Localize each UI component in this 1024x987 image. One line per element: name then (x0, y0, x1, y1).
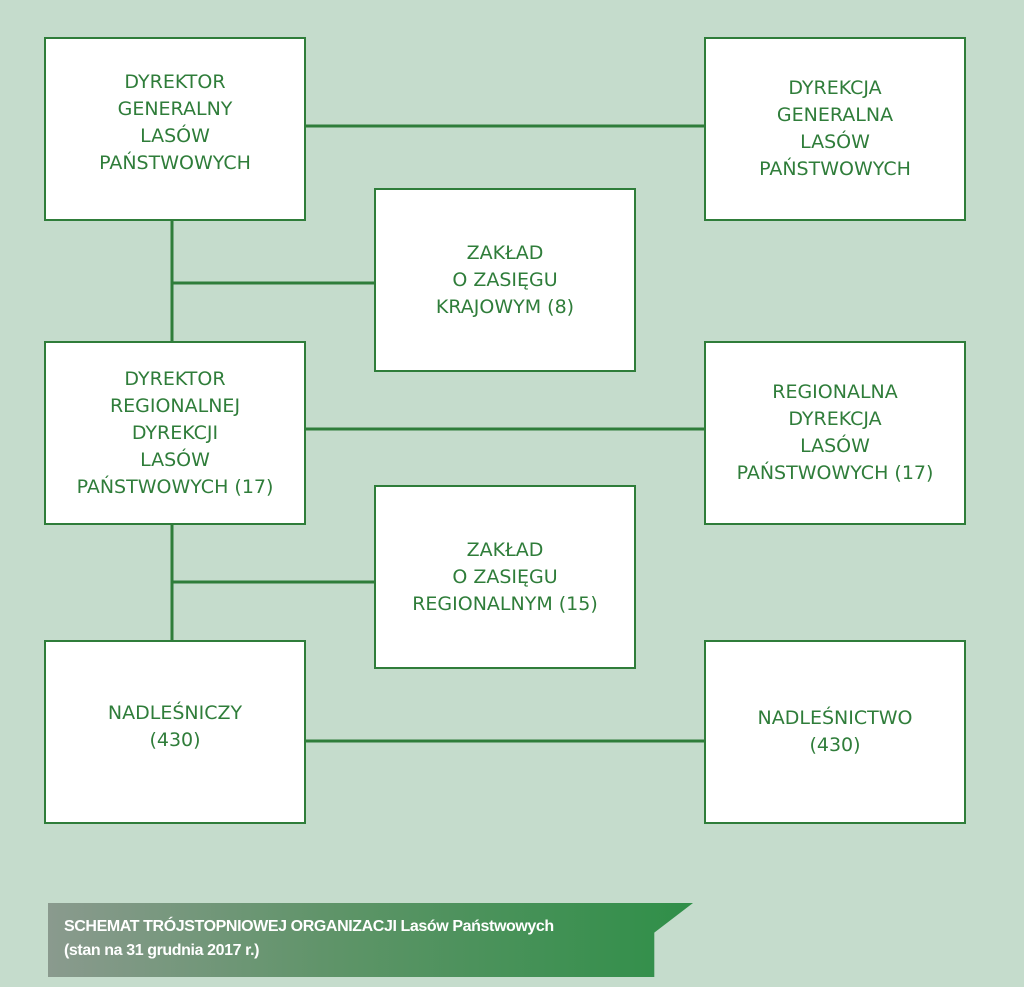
caption-title-rest: Lasów Państwowych (396, 918, 555, 935)
node-general-directorate: DYREKCJA GENERALNA LASÓW PAŃSTWOWYCH (704, 37, 966, 221)
node-regional-director-label: DYREKTOR REGIONALNEJ DYREKCJI LASÓW PAŃS… (76, 367, 274, 498)
node-forest-district-label: NADLEŚNICTWO (430) (757, 707, 913, 756)
node-forester: NADLEŚNICZY (430) (44, 640, 306, 824)
node-regional-unit-label: ZAKŁAD O ZASIĘGU REGIONALNYM (15) (412, 538, 598, 615)
node-forester-label: NADLEŚNICZY (430) (107, 702, 243, 751)
node-regional-director: DYREKTOR REGIONALNEJ DYREKCJI LASÓW PAŃS… (44, 341, 306, 525)
caption-title-bold: SCHEMAT TRÓJSTOPNIOWEJ ORGANIZACJI (64, 918, 397, 935)
node-forest-district: NADLEŚNICTWO (430) (704, 640, 966, 824)
node-national-unit: ZAKŁAD O ZASIĘGU KRAJOWYM (8) (374, 188, 636, 372)
node-national-unit-label: ZAKŁAD O ZASIĘGU KRAJOWYM (8) (435, 241, 575, 318)
node-regional-directorate: REGIONALNA DYREKCJA LASÓW PAŃSTWOWYCH (1… (704, 341, 966, 525)
node-regional-unit: ZAKŁAD O ZASIĘGU REGIONALNYM (15) (374, 485, 636, 669)
caption-text: SCHEMAT TRÓJSTOPNIOWEJ ORGANIZACJI Lasów… (64, 915, 554, 963)
node-director-general: DYREKTOR GENERALNY LASÓW PAŃSTWOWYCH (44, 37, 306, 221)
node-general-directorate-label: DYREKCJA GENERALNA LASÓW PAŃSTWOWYCH (759, 77, 911, 180)
node-regional-directorate-label: REGIONALNA DYREKCJA LASÓW PAŃSTWOWYCH (1… (736, 381, 934, 484)
caption-date: (stan na 31 grudnia 2017 r.) (64, 942, 260, 959)
node-director-general-label: DYREKTOR GENERALNY LASÓW PAŃSTWOWYCH (99, 71, 251, 174)
diagram-caption: SCHEMAT TRÓJSTOPNIOWEJ ORGANIZACJI Lasów… (48, 903, 693, 977)
